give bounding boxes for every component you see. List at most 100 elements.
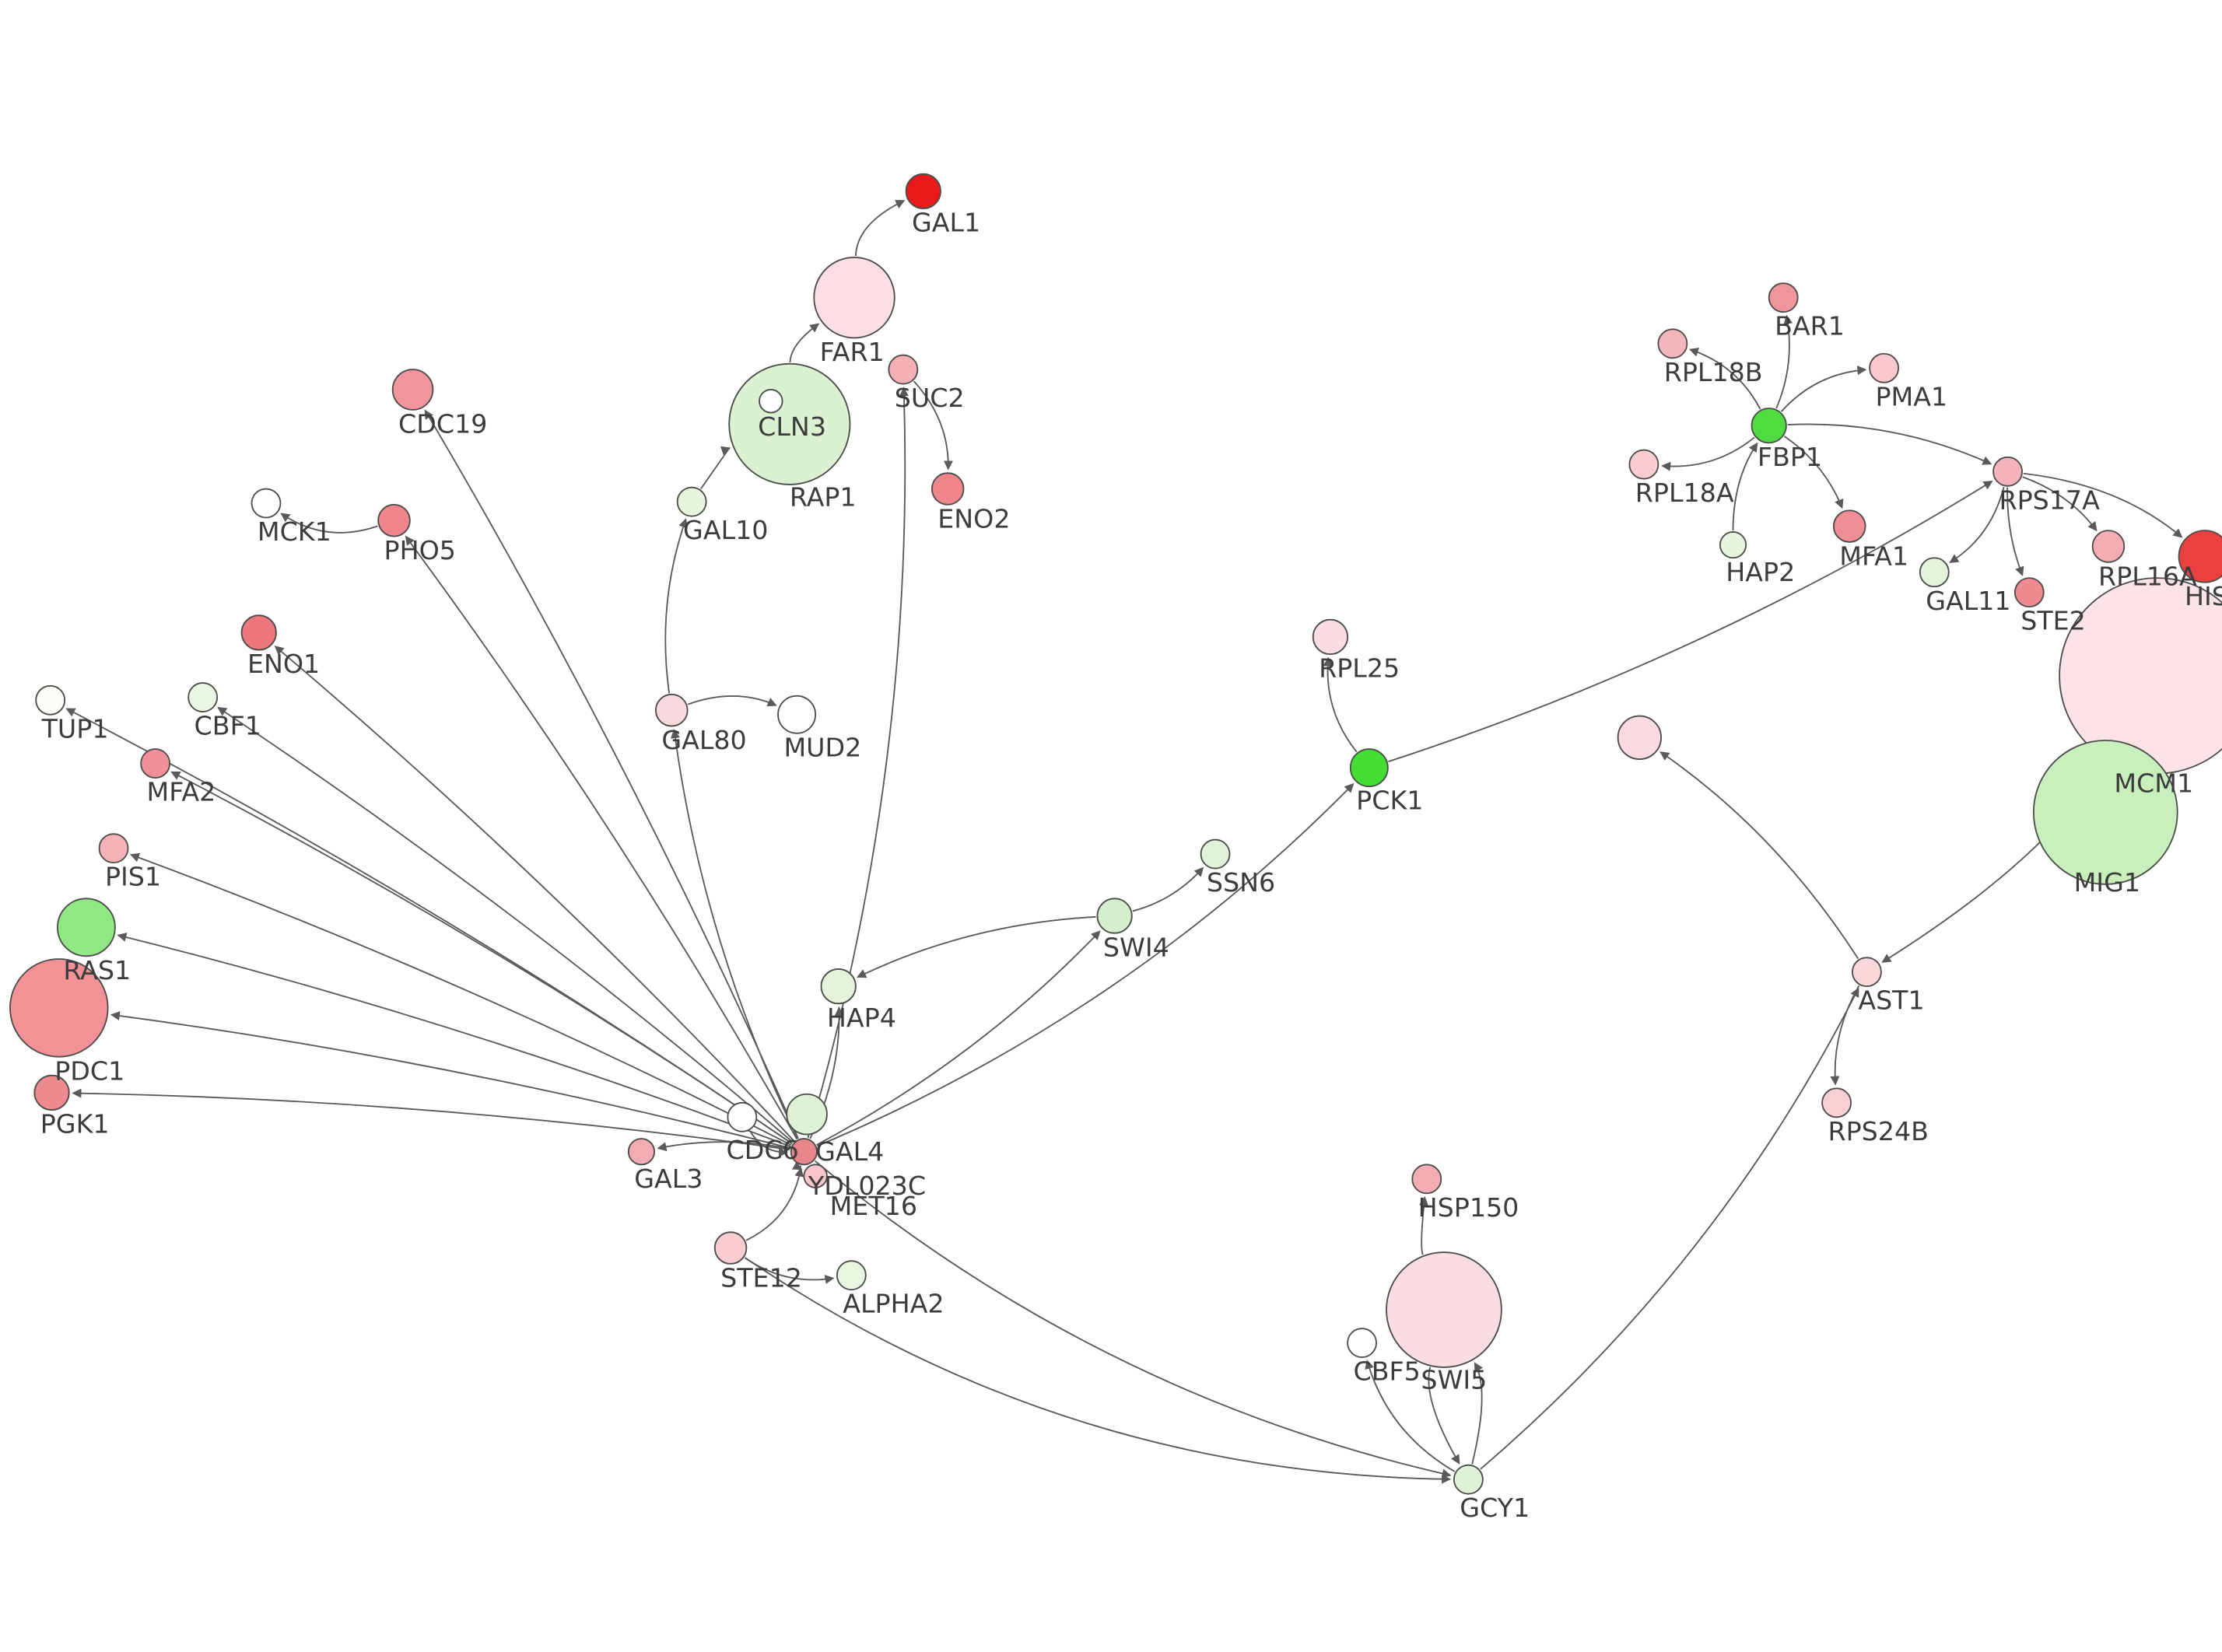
node-HIS4[interactable] (2178, 530, 2222, 583)
edge-GAL80-MUD2[interactable] (687, 695, 777, 707)
node-TUP1[interactable] (35, 684, 66, 716)
node-CDC19[interactable] (391, 369, 434, 411)
edge-FBP1-BAR1[interactable] (1775, 314, 1793, 409)
node-MET16[interactable] (803, 1164, 828, 1188)
node-ENO1[interactable] (240, 614, 277, 651)
node-GAL1[interactable] (905, 173, 941, 209)
node-unlabeled[interactable] (1617, 715, 1662, 760)
edge-AST1-UNK1[interactable] (1659, 751, 1859, 960)
edge-SWI5-HSP150[interactable] (1419, 1195, 1429, 1255)
edge-RPS17A-HIS4[interactable] (2023, 472, 2183, 538)
edge-GAL4-GAL80[interactable] (670, 729, 799, 1139)
edge-GAL4-PCK1[interactable] (816, 782, 1355, 1147)
edge-GCY1-AST1[interactable] (1480, 987, 1859, 1470)
edge-FBP1-RPL18B[interactable] (1688, 347, 1761, 410)
node-RPS17A[interactable] (1992, 456, 2023, 487)
edge-SWI4-SSN6[interactable] (1132, 866, 1204, 912)
edge-GAL4-RAS1[interactable] (117, 933, 791, 1147)
edge-SUC2-ENO2[interactable] (913, 380, 953, 471)
node-MUD2[interactable] (777, 695, 817, 734)
node-MCK1[interactable] (251, 488, 282, 519)
edge-GAL4-PDC1[interactable] (110, 1011, 790, 1149)
node-PGK1[interactable] (33, 1074, 70, 1111)
node-GAL3[interactable] (627, 1138, 656, 1166)
edge-FBP1-PMA1[interactable] (1780, 366, 1867, 412)
node-RPL16A[interactable] (2091, 530, 2126, 563)
node-GAL80[interactable] (655, 693, 689, 727)
edge-GAL4-PIS1[interactable] (129, 852, 792, 1146)
edge-GAL4-SWI4[interactable] (816, 930, 1101, 1146)
node-RPL18B[interactable] (1657, 328, 1688, 359)
node-STE2[interactable] (2013, 577, 2045, 608)
node-MFA1[interactable] (1832, 509, 1866, 543)
node-SUC2[interactable] (888, 354, 919, 385)
node-PIS1[interactable] (98, 833, 129, 864)
node-SWI5[interactable] (1386, 1251, 1502, 1368)
edge-GAL80-GAL10[interactable] (664, 518, 688, 694)
node-GAL10[interactable] (676, 486, 707, 517)
node-ALPHA2[interactable] (836, 1260, 867, 1291)
edge-RPS17A-STE2[interactable] (2006, 487, 2024, 576)
node-PMA1[interactable] (1869, 352, 1900, 383)
edge-STE12-GCY1[interactable] (744, 1257, 1452, 1484)
edge-RPS17A-RPL16A[interactable] (2022, 476, 2098, 532)
edge-STE12-GAL4[interactable] (745, 1167, 804, 1241)
edge-GAL4-ENO1[interactable] (274, 646, 795, 1142)
edge-GAL4-SUC2[interactable] (807, 387, 909, 1139)
edge-GAL4-CDC19[interactable] (424, 409, 799, 1139)
edge-HAP2-FBP1[interactable] (1732, 442, 1758, 531)
node-RAS1[interactable] (57, 898, 116, 957)
node-SSN6[interactable] (1200, 838, 1231, 870)
edge-GAL4-GAL3[interactable] (657, 1141, 790, 1152)
node-RPL18A[interactable] (1628, 449, 1659, 480)
edge-GAL4-PHO5[interactable] (405, 535, 798, 1140)
edge-FAR1-GAL1[interactable] (854, 200, 906, 257)
edge-FBP1-RPS17A[interactable] (1787, 423, 1992, 465)
node-AST1[interactable] (1852, 957, 1882, 988)
node-MFA2[interactable] (140, 748, 171, 779)
node-HAP4[interactable] (820, 968, 857, 1005)
node-BAR1[interactable] (1768, 282, 1799, 313)
node-MIG1[interactable] (2032, 740, 2178, 885)
node-HSP150[interactable] (1411, 1164, 1442, 1195)
edge-GAL4-MFA2[interactable] (170, 771, 793, 1145)
edge-GCY1-CBF5[interactable] (1365, 1359, 1456, 1472)
node-HAP2[interactable] (1719, 531, 1747, 559)
edge-FBP1-RPL18A[interactable] (1661, 436, 1755, 471)
edge-PCK1-RPS17A[interactable] (1388, 480, 1993, 763)
node-CBF1[interactable] (188, 682, 219, 712)
node-SWI4[interactable] (1096, 898, 1133, 934)
edge-CLN3-FAR1[interactable] (789, 323, 820, 362)
node-CLN3[interactable] (728, 362, 851, 485)
edge-SWI5-GCY1[interactable] (1428, 1367, 1460, 1465)
edge-PCK1-RPL25[interactable] (1323, 656, 1358, 753)
edge-GAL4-PGK1[interactable] (72, 1088, 790, 1151)
node-PCK1[interactable] (1349, 748, 1389, 788)
edge-GCY1-SWI5[interactable] (1471, 1362, 1483, 1465)
edge-PHO5-MCK1[interactable] (280, 513, 378, 534)
node-RPS24B[interactable] (1821, 1087, 1852, 1118)
node-GCY1[interactable] (1453, 1464, 1484, 1495)
node-PDC1[interactable] (9, 958, 109, 1058)
edge-CDC6-GAL4[interactable] (749, 1130, 788, 1157)
node-STE12[interactable] (713, 1231, 748, 1265)
edge-GAL10-CLN3[interactable] (700, 446, 731, 490)
edge-RPS17A-GAL11[interactable] (1949, 486, 2005, 563)
node-GAL4[interactable] (790, 1138, 818, 1166)
node-PHO5[interactable] (377, 503, 411, 537)
node-CDC6[interactable] (727, 1101, 758, 1132)
edge-GAL4-GCY1[interactable] (814, 1160, 1452, 1479)
edge-AST1-RPS24B[interactable] (1830, 985, 1860, 1086)
node-CBF5[interactable] (1347, 1328, 1377, 1358)
edge-SWI4-HAP4[interactable] (857, 915, 1096, 978)
node-FAR1[interactable] (813, 256, 895, 339)
node-RAP1[interactable] (759, 389, 783, 414)
edge-GAL4-CBF1[interactable] (217, 706, 794, 1143)
node-ENO2[interactable] (931, 472, 965, 506)
node-GAL11[interactable] (1919, 557, 1950, 588)
node-FBP1[interactable] (1751, 408, 1787, 444)
node-RPL25[interactable] (1312, 618, 1349, 656)
edge-FBP1-MFA1[interactable] (1783, 436, 1844, 509)
